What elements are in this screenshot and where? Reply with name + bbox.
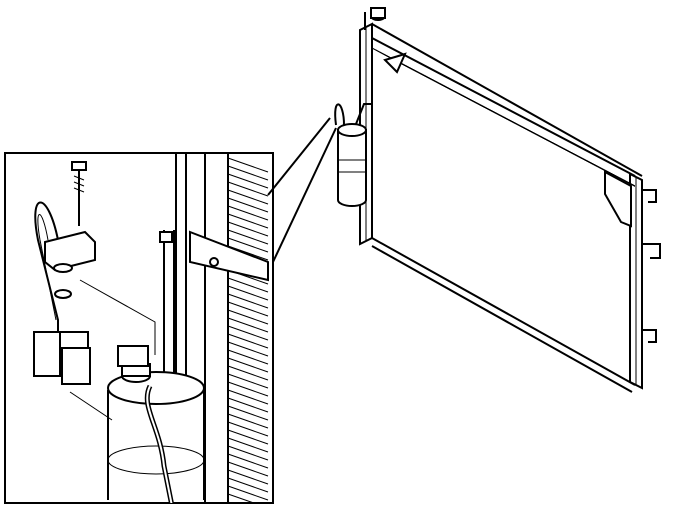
- refrigerant-line: [175, 153, 187, 383]
- inset-fin: [227, 437, 269, 453]
- inset-fin: [227, 213, 269, 229]
- inset-fin: [227, 405, 269, 421]
- inset-fin: [227, 485, 269, 501]
- inset-fin: [227, 293, 269, 309]
- inset-fin: [227, 365, 269, 381]
- inset-fin: [227, 277, 269, 293]
- inset-fin: [227, 317, 269, 333]
- inset-fin: [227, 357, 269, 373]
- inset-fin: [227, 197, 269, 213]
- inset-fin: [227, 165, 269, 181]
- inset-fin: [227, 389, 269, 405]
- inset-fin: [227, 221, 269, 237]
- inset-fin: [227, 453, 269, 469]
- inset-fin: [227, 349, 269, 365]
- inset-fin: [227, 429, 269, 445]
- inset-fin: [227, 461, 269, 477]
- inset-fin: [227, 477, 269, 493]
- inset-fin: [227, 341, 269, 357]
- inset-fin: [227, 381, 269, 397]
- mounting-bracket: [189, 230, 269, 282]
- inset-fin: [227, 445, 269, 461]
- electrical-connector: [33, 331, 91, 385]
- inset-fin: [227, 173, 269, 189]
- inset-fin: [227, 229, 269, 245]
- detail-inset: [4, 117, 337, 504]
- inset-fin: [227, 237, 269, 253]
- inset-fin: [227, 413, 269, 429]
- inset-fin: [227, 205, 269, 221]
- inset-fin: [227, 189, 269, 205]
- inset-fin: [227, 157, 269, 173]
- inset-fin: [227, 421, 269, 437]
- inset-fin: [227, 309, 269, 325]
- inset-fin: [227, 373, 269, 389]
- inset-fin: [227, 285, 269, 301]
- inset-fin: [227, 493, 256, 503]
- inset-fin: [227, 397, 269, 413]
- mounting-bolt: [71, 161, 87, 226]
- inset-fin: [227, 325, 269, 341]
- inset-fin: [227, 181, 269, 197]
- receiver-drier-small: [334, 103, 372, 207]
- inset-fin: [227, 469, 269, 485]
- receiver-drier: [107, 345, 205, 503]
- inset-fin: [227, 333, 269, 349]
- condenser-core: [359, 7, 661, 393]
- inset-fin: [227, 301, 269, 317]
